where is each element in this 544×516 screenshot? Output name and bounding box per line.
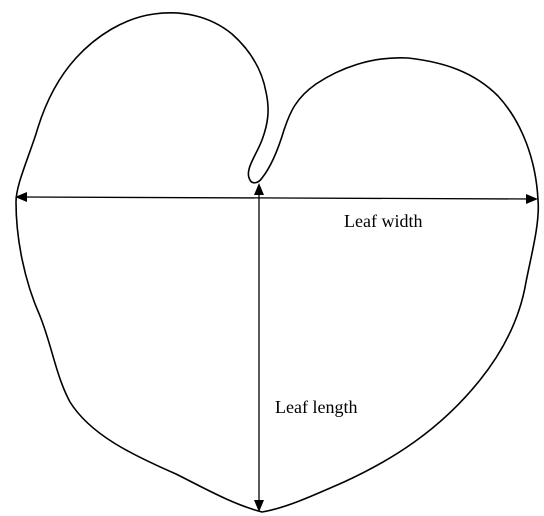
width-line	[22, 197, 531, 199]
length-arrow-top	[254, 183, 264, 195]
width-arrow-right	[526, 194, 538, 204]
leaf-outline	[16, 13, 538, 512]
leaf-width-label: Leaf width	[344, 211, 422, 231]
leaf-length-label: Leaf length	[275, 397, 357, 417]
